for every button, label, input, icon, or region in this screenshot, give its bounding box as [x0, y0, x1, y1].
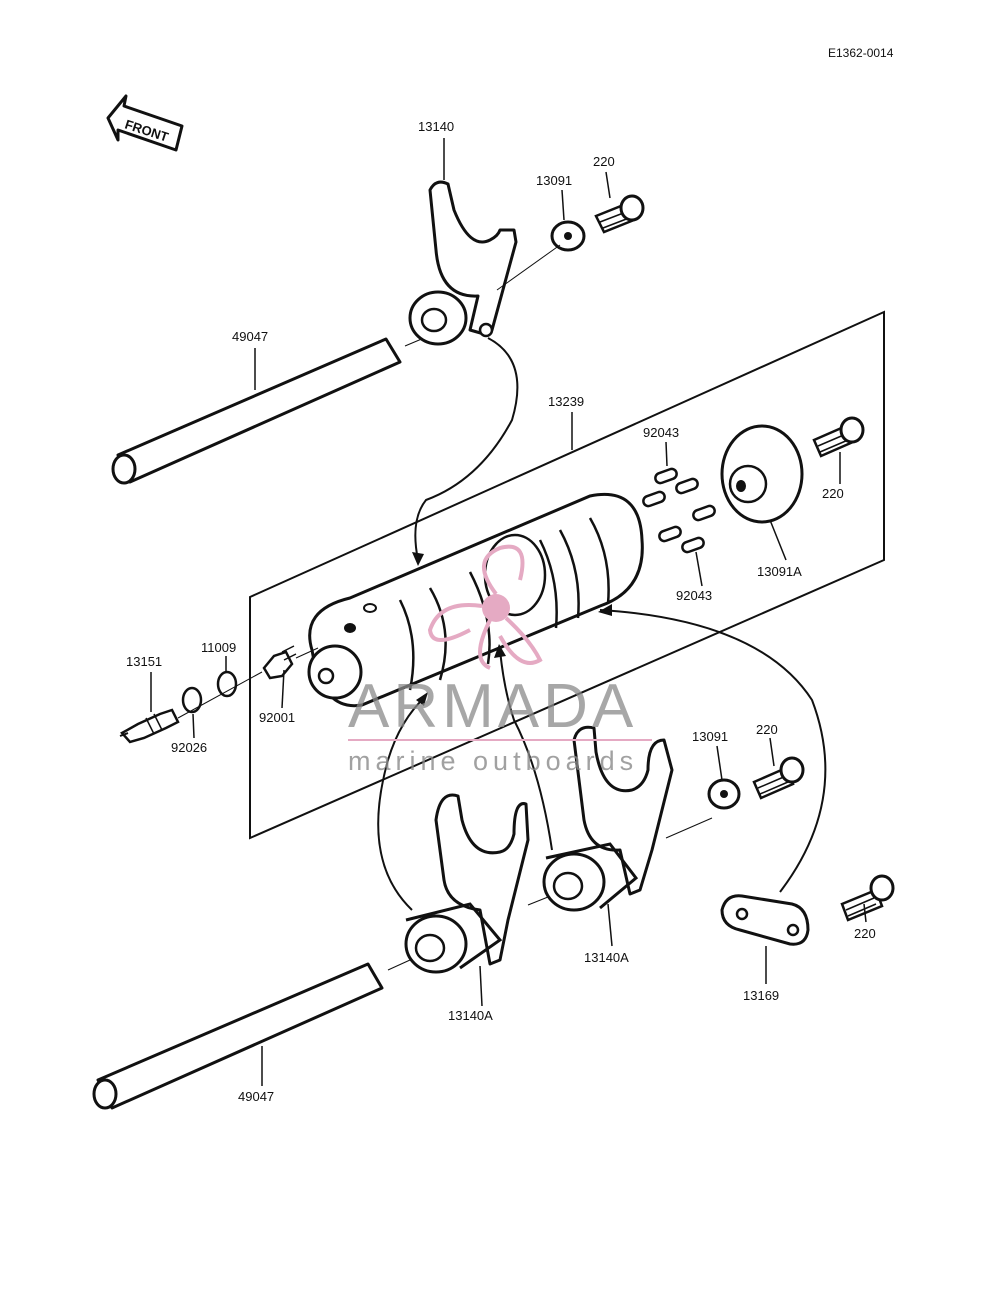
watermark-brand: ARMADA [348, 672, 637, 741]
label-13239: 13239 [548, 394, 584, 409]
label-220-upper: 220 [593, 154, 615, 169]
upper-shift-shaft [111, 337, 425, 485]
arrowheads [412, 552, 612, 706]
lower-bolt [752, 756, 805, 800]
lower-washer [707, 778, 741, 810]
watermark-tagline: marine outboards [348, 746, 638, 776]
label-220-stopper: 220 [854, 926, 876, 941]
label-13140: 13140 [418, 119, 454, 134]
engagement-arrows [377, 337, 827, 911]
lower-left-shift-fork [404, 793, 530, 974]
label-13091-upper: 13091 [536, 173, 572, 188]
leader-lines [150, 138, 867, 1086]
plate-bolt [812, 416, 865, 458]
label-13151: 13151 [126, 654, 162, 669]
armada-watermark: ARMADA marine outboards [348, 544, 652, 776]
switch-gasket [181, 686, 203, 714]
label-13140A-left: 13140A [448, 1008, 493, 1023]
drum-pins [642, 467, 716, 554]
drum-assembly-frame [249, 310, 885, 840]
label-220-plate: 220 [822, 486, 844, 501]
neutral-switch [119, 708, 180, 744]
reference-code: E1362-0014 [828, 46, 894, 60]
label-13169: 13169 [743, 988, 779, 1003]
plug-washer [216, 670, 238, 698]
drum-plate [720, 424, 804, 524]
label-92001: 92001 [259, 710, 295, 725]
label-92026: 92026 [171, 740, 207, 755]
label-13091-lower: 13091 [692, 729, 728, 744]
label-92043-top: 92043 [643, 425, 679, 440]
upper-washer [550, 220, 586, 252]
label-13140A-right: 13140A [584, 950, 629, 965]
label-49047-lower: 49047 [238, 1089, 274, 1104]
front-arrow-icon: FRONT [106, 94, 184, 152]
label-92043-bottom: 92043 [676, 588, 712, 603]
label-49047-upper: 49047 [232, 329, 268, 344]
upper-bolt [594, 194, 645, 234]
label-13091A: 13091A [757, 564, 802, 579]
stopper-plate [720, 894, 810, 946]
armada-logo-icon [427, 544, 543, 670]
label-11009: 11009 [201, 640, 236, 655]
shift-drum [307, 493, 644, 708]
stopper-bolt [840, 874, 895, 922]
lower-right-shift-fork [542, 725, 674, 912]
upper-shift-fork [408, 180, 518, 346]
label-220-lower: 220 [756, 722, 778, 737]
lower-shift-shaft [92, 959, 411, 1110]
drain-plug [262, 645, 297, 680]
